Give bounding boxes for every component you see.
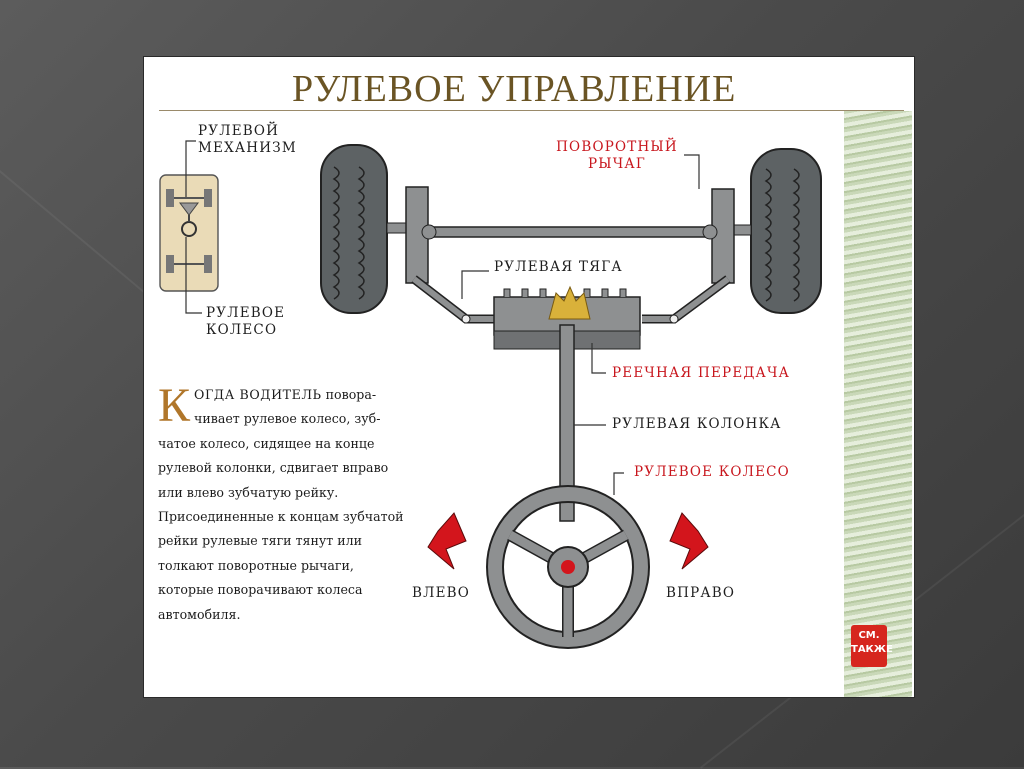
leader-line (185, 140, 196, 197)
steering-diagram (159, 140, 822, 649)
label-pivot-arm: ПОВОРОТНЫЙ РЫЧАГ (556, 139, 678, 172)
drop-cap: К (158, 379, 191, 432)
label-steering-column: РУЛЕВАЯ КОЛОНКА (612, 416, 782, 432)
steering-column (559, 324, 575, 522)
leader-line (461, 270, 489, 299)
front-axle (386, 186, 752, 284)
title-divider (159, 110, 904, 111)
leader-line (684, 154, 700, 189)
label-steering-wheel: РУЛЕВОЕ КОЛЕСО (634, 464, 790, 480)
label-right: ВПРАВО (666, 585, 736, 601)
right-turn-arrow-icon (669, 512, 709, 570)
label-left: ВЛЕВО (412, 585, 471, 601)
label-rack-gear: РЕЕЧНАЯ ПЕРЕДАЧА (612, 365, 791, 381)
diagram-panel: РУЛЕВОЕ УПРАВЛЕНИЕ (143, 56, 915, 698)
label-steering-wheel-inset: РУЛЕВОЕ КОЛЕСО (206, 305, 286, 338)
tie-rods (411, 275, 731, 324)
right-tire (750, 148, 822, 314)
label-steering-mechanism: РУЛЕВОЙ МЕХАНИЗМ (198, 123, 297, 156)
see-also-badge[interactable]: СМ. ТАКЖЕ (851, 625, 893, 667)
leader-line (591, 343, 606, 374)
leader-line (185, 237, 202, 314)
page-title: РУЛЕВОЕ УПРАВЛЕНИЕ (292, 68, 737, 110)
left-tire (320, 144, 388, 314)
decorative-grass-strip (844, 111, 912, 697)
label-tie-rod: РУЛЕВАЯ ТЯГА (494, 259, 623, 275)
steering-wheel (486, 485, 650, 649)
leader-line (613, 472, 624, 495)
inset-car-schematic (159, 174, 219, 292)
left-turn-arrow-icon (427, 512, 467, 570)
